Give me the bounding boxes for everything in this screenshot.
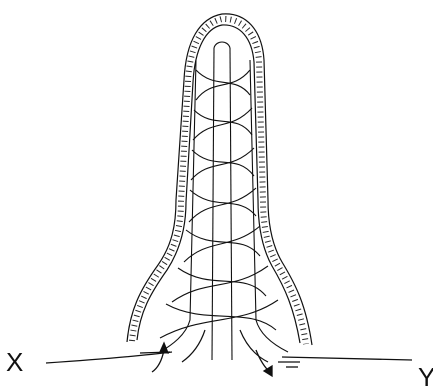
flow-lines xyxy=(46,352,412,367)
label-x: X xyxy=(6,349,23,375)
central-lacteal xyxy=(212,42,232,360)
line-x xyxy=(46,352,172,363)
label-y: Y xyxy=(418,364,433,390)
epithelium-cells xyxy=(132,19,306,344)
base-vessels xyxy=(182,330,268,362)
epithelium-wall xyxy=(127,14,312,345)
line-y xyxy=(282,357,412,360)
